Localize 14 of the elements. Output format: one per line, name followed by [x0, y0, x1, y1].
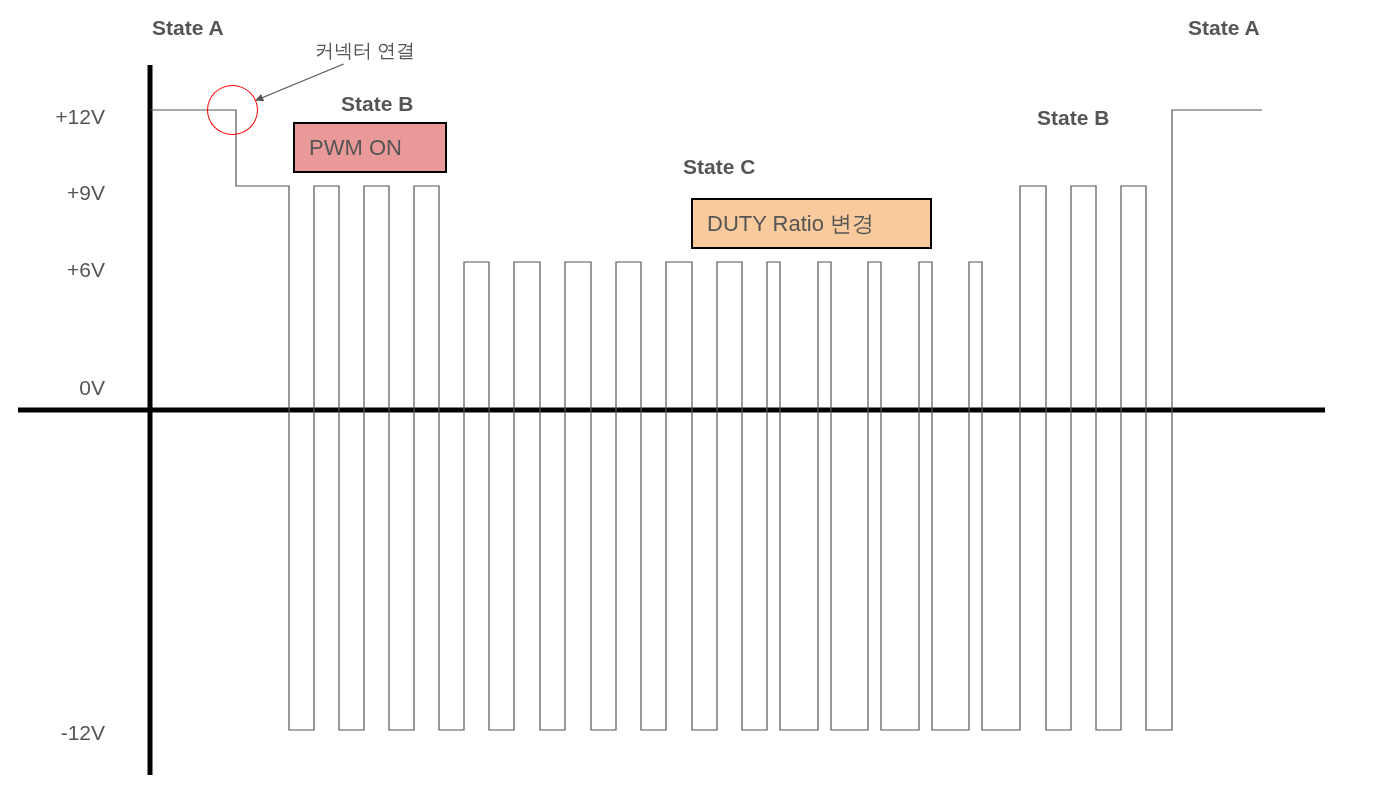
leader-line — [255, 63, 345, 102]
voltage-label: +12V — [55, 105, 105, 129]
state-label: State B — [341, 92, 414, 116]
annotation-text: 커넥터 연결 — [315, 38, 435, 64]
voltage-label: 0V — [79, 376, 105, 400]
state-box: PWM ON — [293, 122, 447, 173]
state-label: State A — [152, 16, 224, 40]
state-box: DUTY Ratio 변경 — [691, 198, 932, 249]
voltage-label: +9V — [67, 181, 105, 205]
voltage-label: +6V — [67, 258, 105, 282]
state-label: State B — [1037, 106, 1110, 130]
voltage-label: -12V — [60, 721, 105, 745]
state-label: State A — [1188, 16, 1260, 40]
state-label: State C — [683, 155, 756, 179]
